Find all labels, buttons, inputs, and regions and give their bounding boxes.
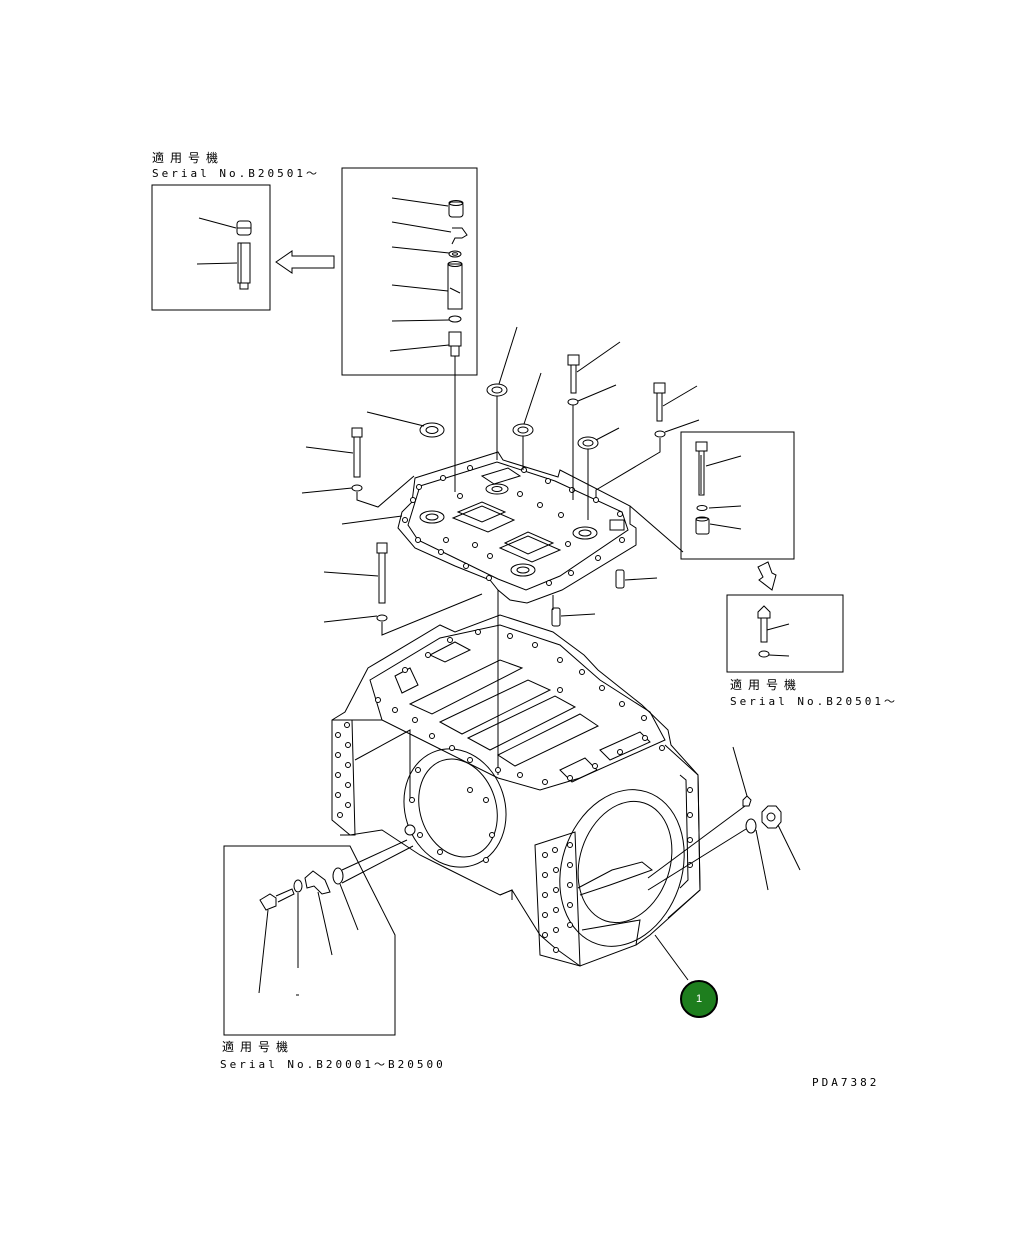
inset-bottom-left xyxy=(224,840,413,1035)
parts-box-top xyxy=(342,168,477,492)
drawing-id: PDA7382 xyxy=(812,1076,880,1089)
note-bottom-serial: Serial No.B20001～B20500 xyxy=(220,1058,446,1071)
inset-right-lower xyxy=(727,595,843,672)
note-right-jp: 適用号機 xyxy=(730,678,803,692)
cover-plate xyxy=(398,452,636,603)
transmission-housing xyxy=(332,615,704,966)
note-top-left-jp: 適用号機 xyxy=(152,151,225,165)
part-callout-badge[interactable]: 1 xyxy=(680,980,718,1018)
arrow-down-icon xyxy=(758,562,776,590)
note-right-serial: Serial No.B20501～ xyxy=(730,695,898,708)
note-bottom-jp: 適用号機 xyxy=(222,1040,295,1054)
drain-plug xyxy=(648,747,800,980)
note-top-left-serial: Serial No.B20501～ xyxy=(152,167,320,180)
cover-fasteners xyxy=(302,327,699,775)
arrow-left-icon xyxy=(276,251,334,273)
part-callout-number: 1 xyxy=(695,993,703,1005)
inset-right-upper xyxy=(681,432,794,559)
inset-top-left xyxy=(152,185,270,310)
